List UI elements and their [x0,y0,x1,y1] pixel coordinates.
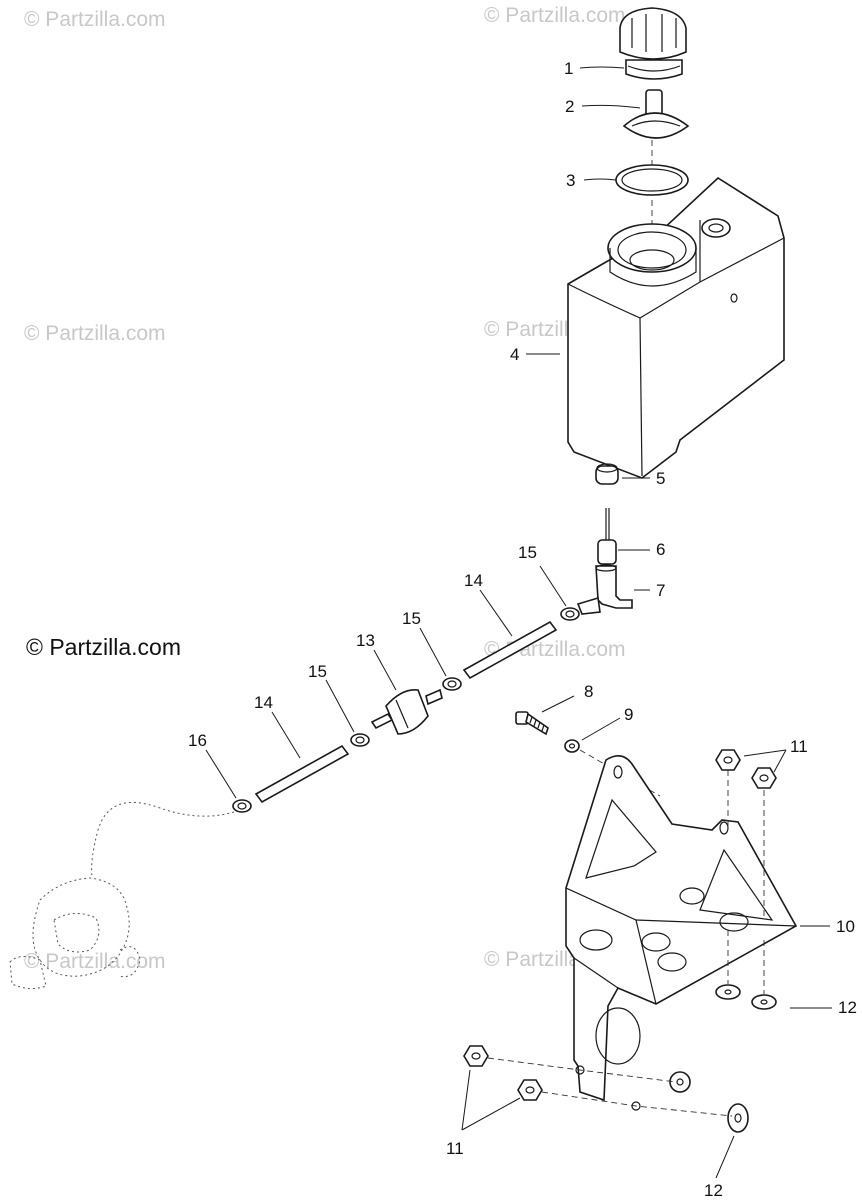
callout-4: 4 [510,345,519,364]
oil-pump-ghost [9,877,141,990]
mounting-bracket-part [565,755,798,1111]
callout-10: 10 [836,917,855,936]
callout-1: 1 [564,59,573,78]
hose-upper-part [462,620,558,680]
callout-9: 9 [624,705,633,724]
callout-14-upper: 14 [464,571,483,590]
upper-hardware-axes [727,770,765,994]
nut-lower-center-part [517,1079,543,1101]
leader-1 [579,66,625,69]
hose-lower-part [254,744,350,804]
callout-12-upper: 12 [838,998,857,1017]
watermark-bottom-left: © Partzilla.com [24,950,166,973]
leader-15-middle [419,627,447,677]
clamp-filter-outlet-part [442,677,462,691]
screw-part [515,711,549,736]
callout-11-upper: 11 [790,737,808,756]
washer-upper-left-part [715,984,741,1000]
leader-2 [581,104,641,109]
callout-6: 6 [656,540,665,559]
callout-16: 16 [188,731,207,750]
washer-lower-right-part [727,1103,749,1133]
leader-3 [583,178,617,181]
brand-label: © Partzilla.com [26,634,181,660]
lower-hardware-axes [487,1057,733,1117]
callout-15-lower: 15 [308,662,327,681]
breather-diaphragm-part [622,89,690,139]
leader-8 [541,695,575,713]
leader-13 [373,649,397,691]
leader-15-upper [539,565,567,607]
leader-15-lower [325,679,355,733]
watermark-top-left: © Partzilla.com [24,8,166,31]
grommet-part [595,463,619,485]
nut-upper-left-part [715,749,741,771]
clamp-near-elbow-part [560,607,580,621]
callout-15-middle: 15 [402,609,421,628]
callout-13: 13 [356,631,375,650]
lock-washer-part [564,739,580,753]
oil-tank-part [567,176,785,479]
elbow-fitting-part [576,564,633,615]
callout-12-lower: 12 [704,1181,723,1200]
leader-14-lower [271,711,301,759]
callout-2: 2 [565,97,574,116]
leader-9 [581,717,621,741]
nut-upper-right-part [751,767,777,789]
nut-lower-left-part [463,1045,489,1067]
callout-8: 8 [584,682,593,701]
screw-axis [579,749,661,797]
callout-14-lower: 14 [254,693,273,712]
leader-14-upper [479,589,513,637]
washer-lower-left-part [669,1071,691,1093]
leader-16 [205,749,237,799]
callout-3: 3 [566,171,575,190]
pump-feed-line [91,801,235,877]
callout-7: 7 [656,581,665,600]
leader-11-lower [461,1069,521,1131]
watermark-top-right: © Partzilla.com [484,4,626,27]
oil-cap-part [619,7,687,80]
outlet-fitting-part [597,508,617,565]
inline-filter-part [370,688,443,735]
clamp-pump-part [232,799,252,813]
callout-5: 5 [656,469,665,488]
leader-11-upper [743,749,787,773]
callout-15-upper: 15 [518,543,537,562]
washer-upper-right-part [751,994,777,1010]
o-ring-part [615,164,689,196]
watermark-mid-left: © Partzilla.com [24,322,166,345]
clamp-filter-inlet-part [350,733,370,747]
callout-11-lower: 11 [446,1139,464,1158]
leader-12-lower [715,1135,735,1179]
